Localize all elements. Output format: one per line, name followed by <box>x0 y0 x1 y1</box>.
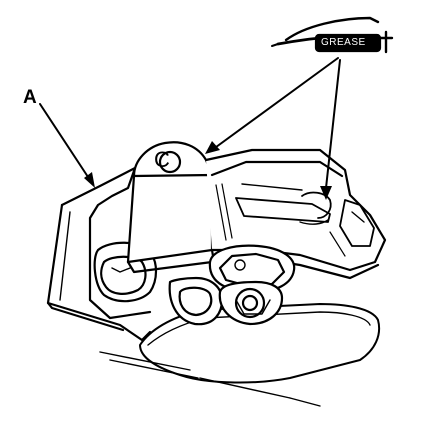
label-part-a: A <box>23 87 37 108</box>
center-nut <box>208 244 296 326</box>
grease-gun-icon <box>271 16 394 54</box>
label-part-c: C <box>154 147 170 172</box>
bracket-hole <box>158 150 182 174</box>
grease-label: GREASE <box>321 37 366 48</box>
grease-leaders <box>205 57 341 200</box>
bracket-body <box>126 141 387 280</box>
base-plate <box>46 166 152 342</box>
motion-lines <box>99 351 321 407</box>
leader-a <box>39 103 95 188</box>
